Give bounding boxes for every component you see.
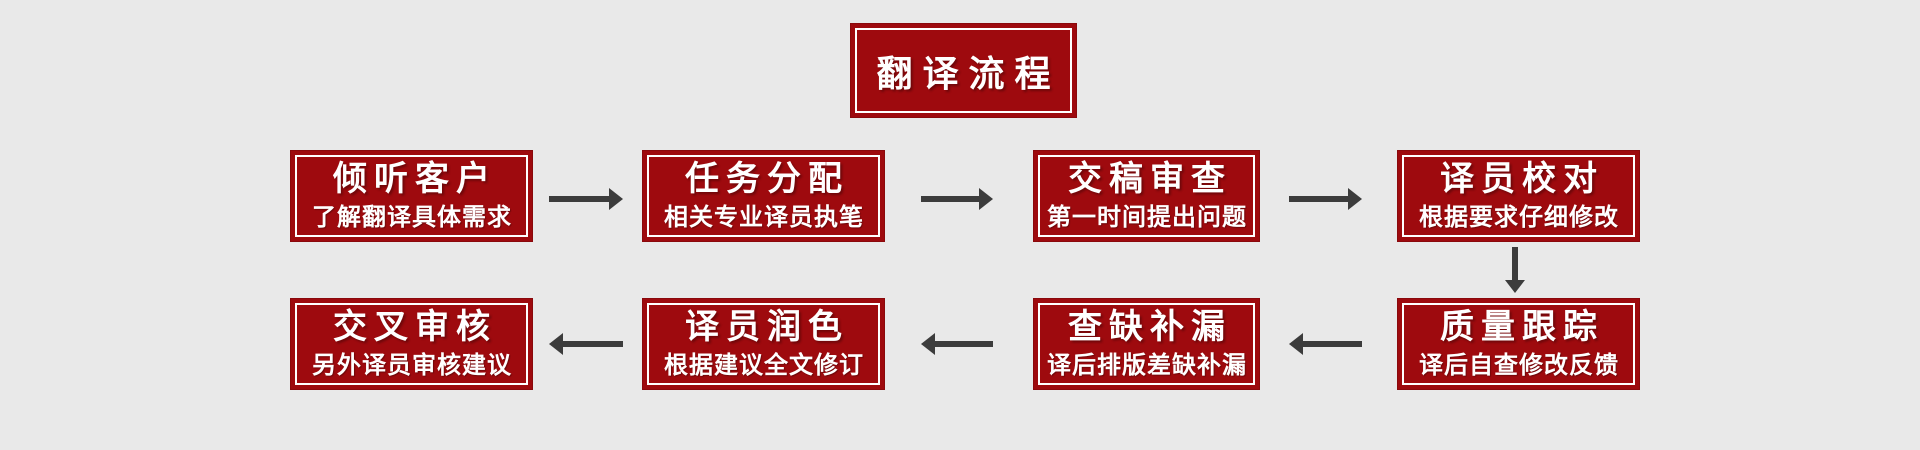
step-subtitle: 相关专业译员执笔 [664, 204, 864, 232]
arrow-head [1348, 188, 1362, 210]
arrow-head [1505, 280, 1525, 293]
step-subtitle: 根据要求仔细修改 [1419, 204, 1619, 232]
step-subtitle: 另外译员审核建议 [312, 352, 512, 380]
step-title: 质量跟踪 [1440, 308, 1604, 347]
diagram-title: 翻译流程 [876, 52, 1061, 94]
arrow-left-icon [921, 333, 993, 355]
arrow-shaft [549, 196, 609, 202]
arrow-shaft [563, 341, 623, 347]
step-box-gap-checking: 查缺补漏 译后排版差缺补漏 [1033, 298, 1260, 390]
arrow-right-icon [921, 188, 993, 210]
diagram-title-inner: 翻译流程 [855, 28, 1072, 113]
arrow-head [609, 188, 623, 210]
step-box-cross-review: 交叉审核 另外译员审核建议 [290, 298, 533, 390]
step-title: 交稿审查 [1068, 160, 1232, 199]
step-title: 任务分配 [685, 160, 849, 199]
arrow-right-icon [1289, 188, 1362, 210]
step-box-translator-polishing: 译员润色 根据建议全文修订 [642, 298, 885, 390]
arrow-shaft [921, 196, 979, 202]
step-box-listen-client: 倾听客户 了解翻译具体需求 [290, 150, 533, 242]
step-subtitle: 译后自查修改反馈 [1419, 352, 1619, 380]
arrow-shaft [1289, 196, 1348, 202]
arrow-head [921, 333, 935, 355]
arrow-head [1289, 333, 1303, 355]
step-box-quality-tracking: 质量跟踪 译后自查修改反馈 [1397, 298, 1640, 390]
step-title: 交叉审核 [333, 308, 497, 347]
arrow-down-icon [1505, 247, 1525, 293]
step-box-draft-review: 交稿审查 第一时间提出问题 [1033, 150, 1260, 242]
arrow-shaft [935, 341, 993, 347]
step-title: 译员校对 [1440, 160, 1604, 199]
arrow-shaft [1303, 341, 1362, 347]
arrow-left-icon [1289, 333, 1362, 355]
diagram-title-box: 翻译流程 [850, 23, 1077, 118]
arrow-head [549, 333, 563, 355]
step-subtitle: 了解翻译具体需求 [312, 204, 512, 232]
arrow-right-icon [549, 188, 623, 210]
step-title: 译员润色 [685, 308, 849, 347]
step-subtitle: 译后排版差缺补漏 [1047, 352, 1247, 380]
step-box-task-assignment: 任务分配 相关专业译员执笔 [642, 150, 885, 242]
step-subtitle: 第一时间提出问题 [1047, 204, 1247, 232]
step-box-translator-proofreading: 译员校对 根据要求仔细修改 [1397, 150, 1640, 242]
step-title: 倾听客户 [333, 160, 497, 199]
step-subtitle: 根据建议全文修订 [664, 352, 864, 380]
arrow-head [979, 188, 993, 210]
arrow-shaft [1512, 247, 1518, 280]
arrow-left-icon [549, 333, 623, 355]
step-title: 查缺补漏 [1068, 308, 1232, 347]
